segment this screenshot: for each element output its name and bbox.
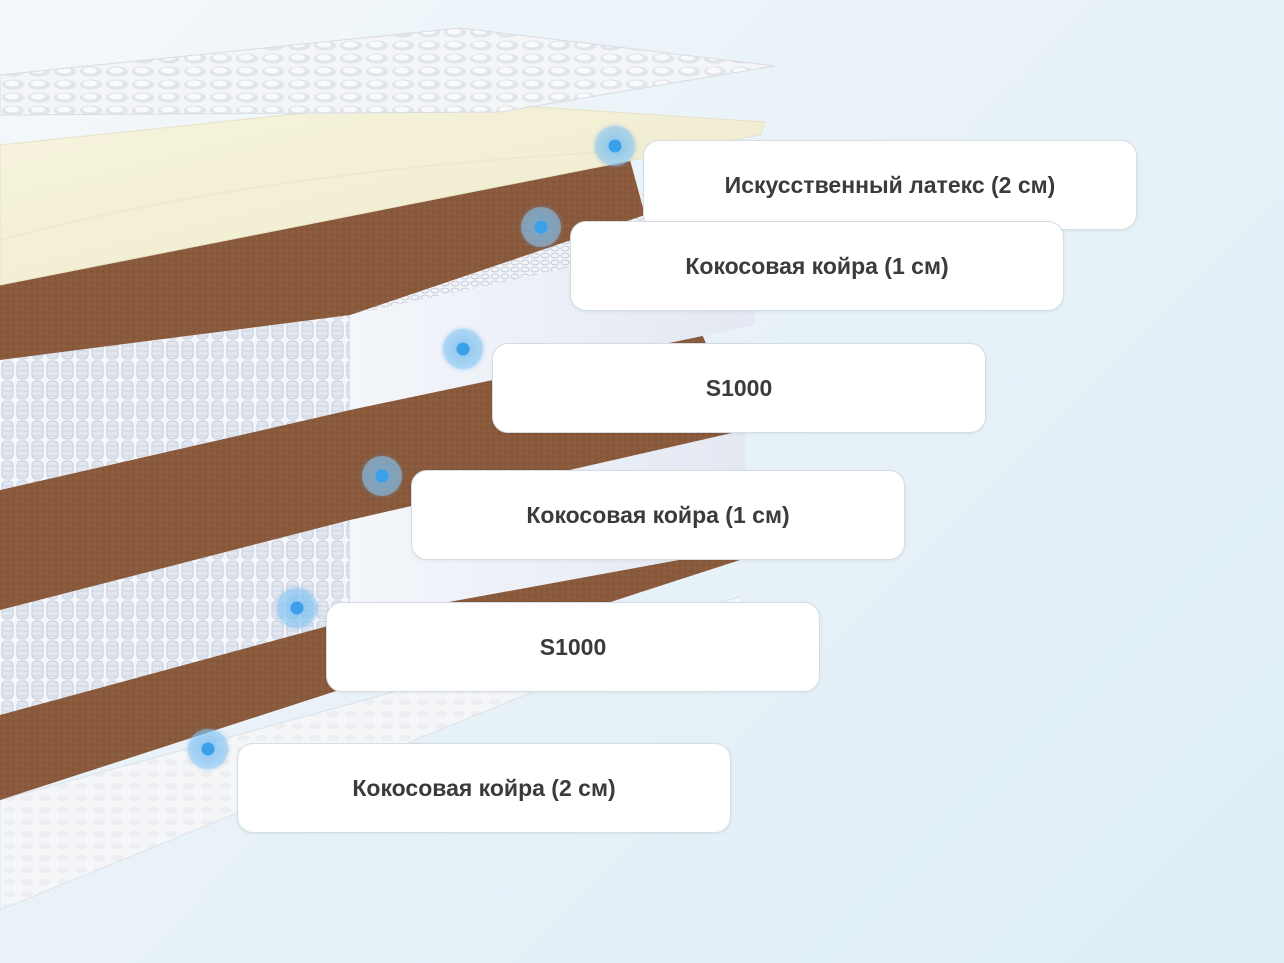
layer-marker-4[interactable]: [362, 456, 402, 496]
quilted-cover: [0, 28, 775, 115]
layer-label-text: S1000: [706, 375, 773, 402]
layer-marker-2[interactable]: [521, 207, 561, 247]
layer-label-latex[interactable]: Искусственный латекс (2 см): [643, 140, 1137, 230]
layer-marker-5[interactable]: [277, 588, 317, 628]
layer-label-text: Кокосовая койра (1 см): [685, 253, 948, 280]
layer-marker-3[interactable]: [443, 329, 483, 369]
layer-marker-6[interactable]: [188, 729, 228, 769]
layer-label-text: Искусственный латекс (2 см): [725, 172, 1056, 199]
layer-label-text: S1000: [540, 634, 607, 661]
layer-label-springs-2[interactable]: S1000: [326, 602, 820, 692]
layer-marker-1[interactable]: [595, 126, 635, 166]
layer-label-text: Кокосовая койра (1 см): [526, 502, 789, 529]
layer-label-springs-1[interactable]: S1000: [492, 343, 986, 433]
layer-label-coir-3[interactable]: Кокосовая койра (2 см): [237, 743, 731, 833]
layer-label-coir-2[interactable]: Кокосовая койра (1 см): [411, 470, 905, 560]
layer-label-coir-1[interactable]: Кокосовая койра (1 см): [570, 221, 1064, 311]
layer-label-text: Кокосовая койра (2 см): [352, 775, 615, 802]
